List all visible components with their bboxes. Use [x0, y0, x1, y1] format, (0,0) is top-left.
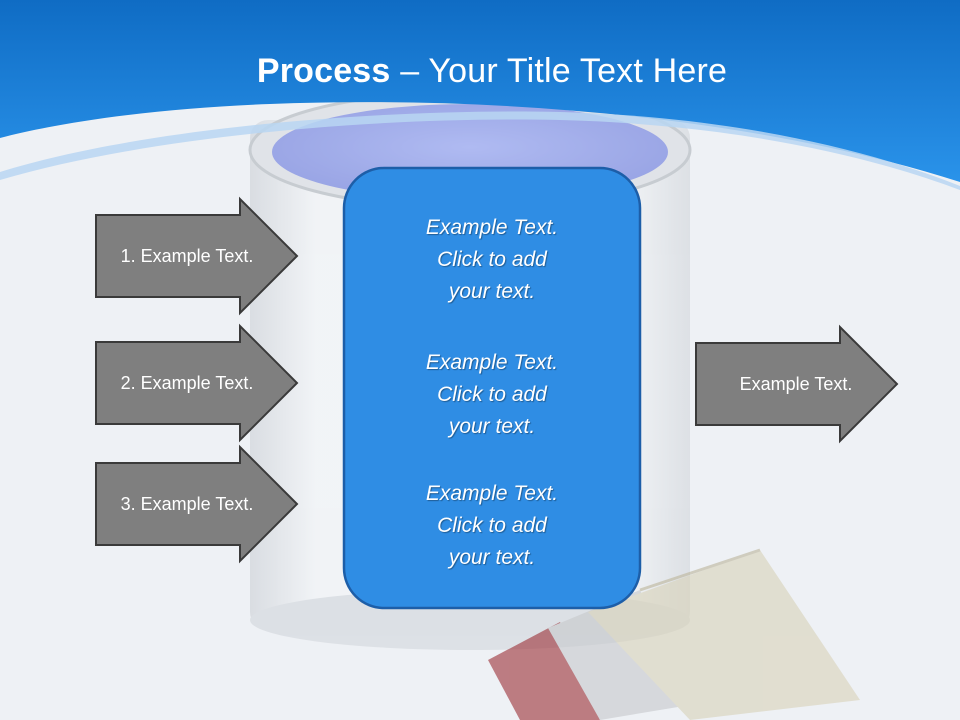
title-dash: – [400, 52, 420, 90]
input-arrow-1 [95, 196, 299, 316]
output-arrow-label[interactable]: Example Text. [739, 374, 853, 394]
process-box[interactable]: Example Text. Click to add your text. Ex… [344, 168, 640, 608]
process-block-1-line-1: Example Text. [425, 216, 559, 239]
process-block-2-line-3: your text. [448, 415, 536, 438]
process-block-3-line-1: Example Text. [425, 482, 559, 505]
input-arrow-3-label[interactable]: 3. Example Text. [120, 494, 254, 514]
process-block-2-line-1: Example Text. [425, 351, 559, 374]
process-block-1-line-3: your text. [448, 280, 536, 303]
process-block-2-line-2: Click to add [437, 383, 547, 406]
process-text-block-3[interactable]: Example Text. Click to add your text. [344, 478, 640, 574]
process-box-shape [342, 166, 642, 610]
title-rest: Your Title Text Here [428, 52, 728, 90]
header-swoosh [0, 111, 960, 190]
slide-title[interactable]: Process – Your Title Text Here [0, 52, 960, 91]
input-arrow-2 [95, 323, 299, 443]
input-arrow-1-label[interactable]: 1. Example Text. [120, 246, 254, 266]
input-arrow-2-label[interactable]: 2. Example Text. [120, 373, 254, 393]
input-arrow-3 [95, 444, 299, 564]
header-band [0, 0, 960, 182]
process-text-block-2[interactable]: Example Text. Click to add your text. [344, 347, 640, 443]
process-block-3-line-3: your text. [448, 546, 536, 569]
paint-brush-image [488, 548, 860, 720]
output-arrow [695, 324, 899, 444]
process-text-block-1[interactable]: Example Text. Click to add your text. [344, 212, 640, 308]
process-block-1-line-2: Click to add [437, 248, 547, 271]
title-bold: Process [256, 52, 391, 90]
process-block-3-line-2: Click to add [437, 514, 547, 537]
